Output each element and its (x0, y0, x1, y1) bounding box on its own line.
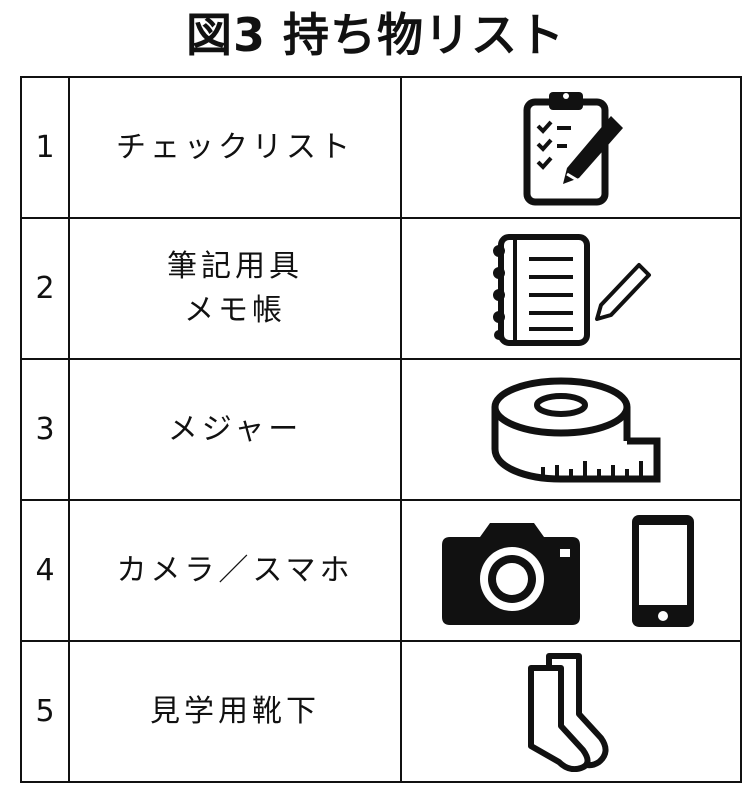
tape-measure-icon (491, 377, 661, 482)
clipboard-checklist-icon (523, 91, 623, 205)
notebook-pencil-icon (493, 233, 651, 346)
table-row: 4 カメラ／スマホ (20, 499, 742, 642)
item-name: 見学用靴下 (68, 640, 402, 783)
item-name-line1: 筆記用具 (167, 248, 303, 284)
row-number: 1 (20, 76, 70, 219)
item-list-table: 1 チェックリスト 2 筆記用具 メモ帳 (20, 76, 742, 783)
socks-icon (528, 652, 609, 772)
row-number: 2 (20, 217, 70, 360)
item-name-line2: メモ帳 (184, 292, 286, 328)
page-title: 図3 持ち物リスト (185, 8, 566, 62)
item-name: カメラ／スマホ (68, 499, 402, 642)
table-row: 3 メジャー (20, 358, 742, 501)
table-row: 5 見学用靴下 (20, 640, 742, 783)
item-name: メジャー (68, 358, 402, 501)
table-row: 2 筆記用具 メモ帳 (20, 217, 742, 360)
row-number: 3 (20, 358, 70, 501)
row-number: 4 (20, 499, 70, 642)
item-name: チェックリスト (68, 76, 402, 219)
camera-smartphone-icon (442, 514, 694, 627)
row-number: 5 (20, 640, 70, 783)
table-row: 1 チェックリスト (20, 76, 742, 219)
